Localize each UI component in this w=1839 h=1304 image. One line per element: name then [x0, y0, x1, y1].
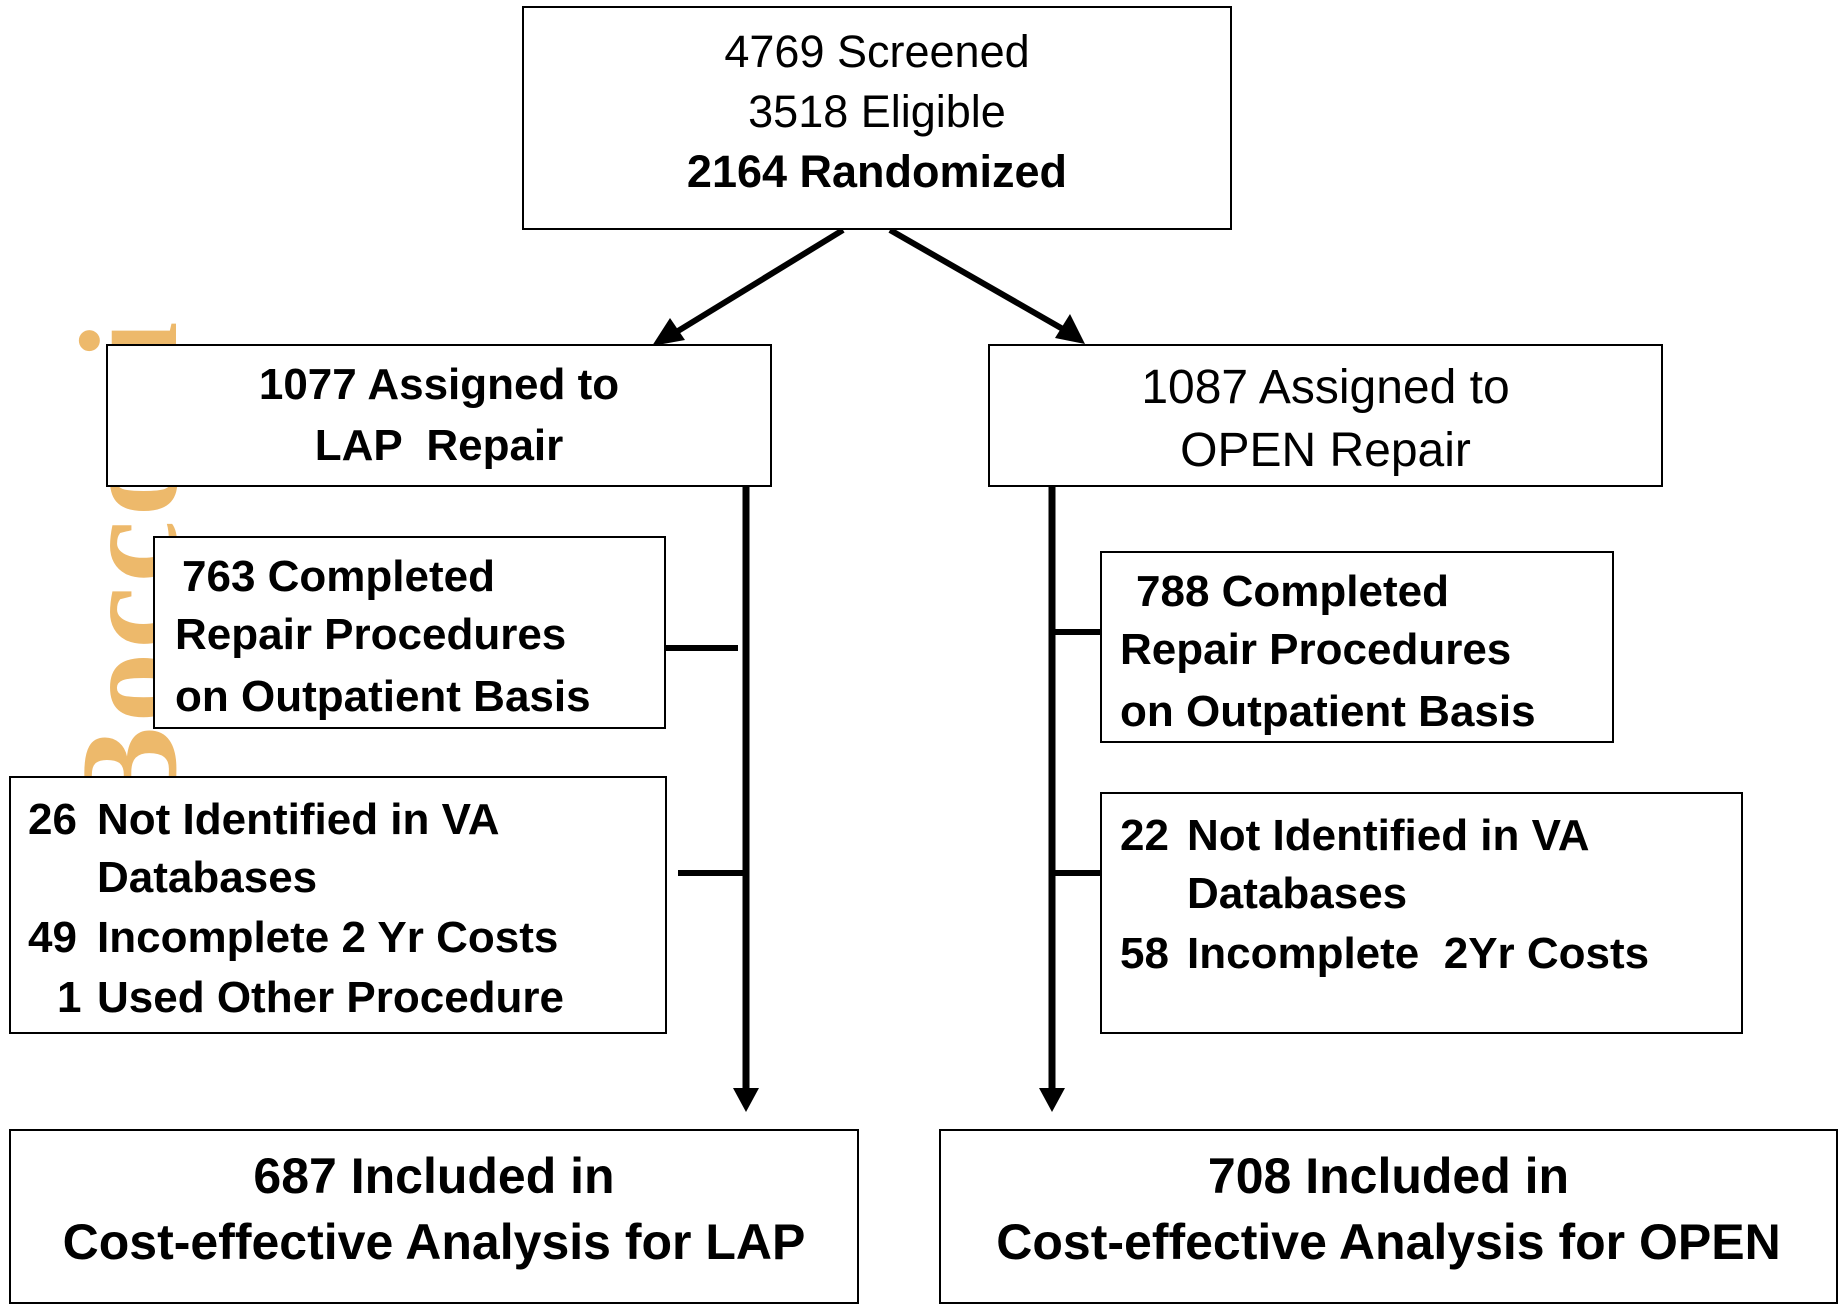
lap-completed-box: 763 Completed Repair Procedures on Outpa…	[153, 536, 666, 729]
open-completed-box: 788 Completed Repair Procedures on Outpa…	[1100, 551, 1614, 743]
lap-completed-line3: on Outpatient Basis	[175, 672, 591, 721]
open-excluded-reason-1: Not Identified in VA	[1187, 811, 1590, 860]
open-excluded-reason-1-cont: Databases	[1187, 869, 1408, 918]
open-excluded-count-2: 58	[1120, 929, 1169, 978]
eligible-label: 3518 Eligible	[748, 86, 1006, 137]
open-completed-line3: on Outpatient Basis	[1120, 687, 1536, 736]
lap-excluded-reason-1-cont: Databases	[97, 853, 318, 902]
randomized-box: 4769 Screened 3518 Eligible 2164 Randomi…	[522, 6, 1232, 230]
open-included-line2: Cost-effective Analysis for OPEN	[996, 1214, 1781, 1270]
lap-completed-line1: 763 Completed	[182, 552, 495, 601]
open-excluded-box: 22 Not Identified in VA Databases 58 Inc…	[1100, 792, 1743, 1034]
lap-assigned-line1: 1077 Assigned to	[258, 360, 620, 409]
open-assigned-box: 1087 Assigned to OPEN Repair	[988, 344, 1663, 487]
lap-excluded-reason-3: Used Other Procedure	[97, 973, 565, 1022]
arrow-to-open	[888, 227, 1077, 339]
lap-included-line2: Cost-effective Analysis for LAP	[62, 1214, 806, 1270]
lap-excluded-box: 26 Not Identified in VA Databases 49 Inc…	[9, 776, 667, 1034]
arrow-to-open-head	[1055, 314, 1085, 344]
lap-assigned-line2: LAP Repair	[314, 421, 564, 470]
lap-included-box: 687 Included in Cost-effective Analysis …	[9, 1129, 859, 1304]
open-completed-line2: Repair Procedures	[1120, 625, 1512, 674]
open-assigned-line2: OPEN Repair	[1180, 424, 1471, 477]
arrow-to-lap	[658, 227, 845, 345]
lap-excluded-count-1: 26	[28, 795, 77, 844]
open-excluded-count-1: 22	[1120, 811, 1169, 860]
open-included-box: 708 Included in Cost-effective Analysis …	[939, 1129, 1838, 1304]
open-assigned-line1: 1087 Assigned to	[1141, 361, 1510, 414]
open-included-line1: 708 Included in	[1207, 1148, 1570, 1204]
open-excluded-reason-2: Incomplete 2Yr Costs	[1187, 929, 1650, 978]
lap-excluded-count-3: 1	[57, 973, 82, 1022]
lap-excluded-count-2: 49	[28, 913, 77, 962]
lap-excluded-reason-2: Incomplete 2 Yr Costs	[97, 913, 559, 962]
lap-included-line1: 687 Included in	[253, 1148, 615, 1204]
open-down-arrowhead	[1039, 1088, 1065, 1112]
lap-down-arrowhead	[733, 1088, 759, 1112]
screened-label: 4769 Screened	[724, 26, 1030, 77]
lap-excluded-reason-1: Not Identified in VA	[97, 795, 500, 844]
open-completed-line1: 788 Completed	[1136, 567, 1449, 616]
randomized-label: 2164 Randomized	[686, 146, 1068, 197]
lap-completed-line2: Repair Procedures	[175, 610, 567, 659]
arrow-to-lap-head	[652, 318, 685, 346]
lap-assigned-box: 1077 Assigned to LAP Repair	[106, 344, 772, 487]
